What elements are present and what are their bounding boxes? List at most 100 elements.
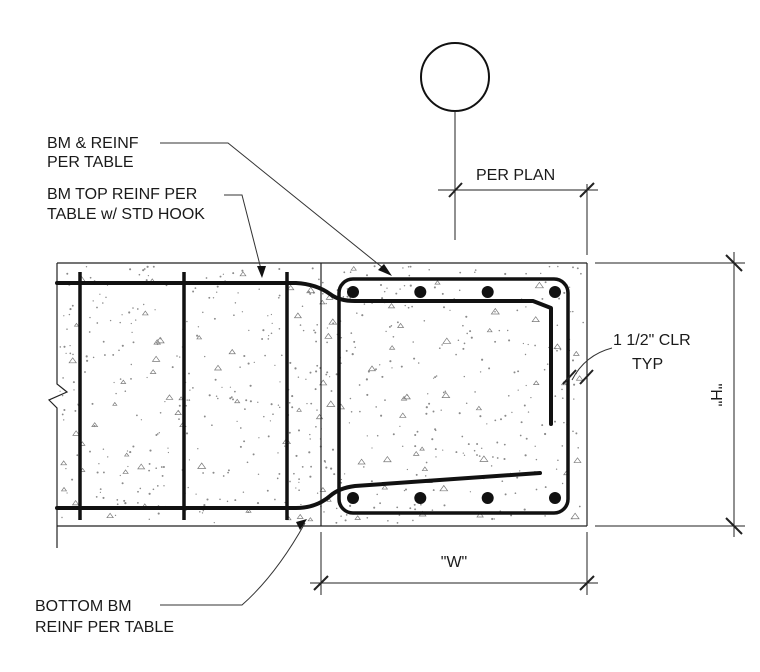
concrete-speck bbox=[577, 447, 579, 449]
section-stirrup bbox=[337, 277, 570, 515]
concrete-speck bbox=[109, 319, 112, 322]
concrete-speck bbox=[266, 489, 269, 492]
concrete-speck bbox=[379, 364, 381, 366]
concrete-speck bbox=[555, 468, 558, 470]
concrete-speck bbox=[167, 451, 170, 454]
concrete-speck bbox=[365, 274, 369, 277]
concrete-speck bbox=[119, 474, 121, 477]
concrete-speck bbox=[136, 414, 138, 417]
concrete-speck bbox=[412, 519, 414, 522]
concrete-speck bbox=[269, 420, 272, 422]
bottom-reinf-callout: BOTTOM BM REINF PER TABLE bbox=[35, 519, 307, 636]
concrete-speck bbox=[202, 509, 205, 512]
concrete-speck bbox=[523, 404, 526, 407]
concrete-speck bbox=[348, 422, 351, 424]
concrete-speck bbox=[228, 348, 236, 355]
concrete-speck bbox=[137, 463, 146, 470]
concrete-speck bbox=[129, 268, 132, 271]
concrete-speck bbox=[535, 458, 538, 461]
concrete-speck bbox=[326, 371, 329, 374]
concrete-speck bbox=[102, 471, 105, 474]
concrete-speck bbox=[239, 366, 241, 368]
concrete-speck bbox=[572, 310, 574, 313]
concrete-speck bbox=[229, 386, 232, 388]
concrete-speck bbox=[155, 467, 158, 470]
concrete-speck bbox=[578, 505, 581, 508]
concrete-speck bbox=[350, 265, 357, 271]
concrete-speck bbox=[457, 339, 460, 341]
concrete-speck bbox=[241, 311, 244, 313]
concrete-speck bbox=[442, 449, 444, 451]
concrete-speck bbox=[245, 399, 248, 402]
concrete-speck bbox=[428, 269, 430, 271]
concrete-speck bbox=[62, 377, 64, 379]
concrete-speck bbox=[102, 448, 105, 450]
concrete-speck bbox=[425, 461, 428, 464]
concrete-speck bbox=[118, 349, 120, 352]
concrete-speck bbox=[126, 450, 129, 452]
concrete-speck bbox=[137, 502, 139, 504]
concrete-speck bbox=[234, 499, 237, 502]
concrete-speck bbox=[121, 344, 124, 347]
concrete-speck bbox=[358, 384, 361, 386]
concrete-speck bbox=[486, 327, 493, 333]
concrete-speck bbox=[222, 273, 225, 275]
concrete-speck bbox=[496, 457, 499, 459]
concrete-speck bbox=[340, 515, 342, 517]
concrete-speck bbox=[367, 365, 377, 372]
concrete-speck bbox=[239, 271, 247, 277]
concrete-speck bbox=[524, 454, 527, 457]
concrete-speck bbox=[476, 454, 478, 456]
concrete-speck bbox=[270, 313, 272, 316]
concrete-speck bbox=[404, 488, 408, 491]
concrete-speck bbox=[375, 406, 377, 408]
concrete-speck bbox=[85, 266, 88, 268]
concrete-speck bbox=[349, 397, 352, 400]
grid-bubble bbox=[420, 42, 490, 112]
concrete-speck bbox=[149, 369, 157, 374]
concrete-speck bbox=[309, 438, 311, 440]
concrete-speck bbox=[530, 396, 532, 399]
concrete-speck bbox=[321, 281, 324, 284]
concrete-speck bbox=[381, 375, 384, 378]
concrete-speck bbox=[340, 336, 343, 339]
concrete-speck bbox=[151, 355, 161, 362]
concrete-speck bbox=[403, 489, 406, 492]
concrete-speck bbox=[298, 481, 300, 483]
concrete-speck bbox=[383, 290, 386, 293]
concrete-speck bbox=[432, 377, 435, 379]
concrete-speck bbox=[309, 433, 311, 436]
concrete-speck bbox=[96, 471, 99, 474]
concrete-speck bbox=[143, 268, 146, 270]
concrete-speck bbox=[62, 419, 65, 421]
concrete-speck bbox=[89, 276, 92, 279]
concrete-speck bbox=[258, 288, 260, 290]
concrete-speck bbox=[354, 346, 356, 349]
concrete-speck bbox=[328, 318, 338, 325]
concrete-speck bbox=[308, 290, 310, 293]
concrete-speck bbox=[176, 355, 178, 357]
concrete-speck bbox=[243, 354, 246, 358]
concrete-speck bbox=[247, 362, 250, 365]
per-plan-dimension: PER PLAN bbox=[438, 167, 598, 255]
concrete-speck bbox=[385, 330, 387, 333]
concrete-speck bbox=[466, 332, 469, 335]
clearance-label-line1: 1 1/2" CLR bbox=[613, 332, 691, 349]
concrete-speck bbox=[161, 474, 164, 477]
concrete-speck bbox=[148, 518, 151, 521]
concrete-speck bbox=[244, 408, 246, 410]
concrete-speck bbox=[132, 445, 135, 448]
concrete-speck bbox=[449, 309, 451, 312]
concrete-speck bbox=[192, 387, 194, 389]
concrete-speck bbox=[324, 461, 327, 463]
top-reinf-label-line1: BM TOP REINF PER bbox=[47, 186, 197, 203]
concrete-speck bbox=[112, 353, 115, 356]
concrete-speck bbox=[119, 321, 121, 324]
concrete-speck bbox=[366, 435, 368, 437]
concrete-speck bbox=[73, 389, 75, 391]
concrete-speck bbox=[202, 472, 204, 474]
beam-reinf-label-line1: BM & REINF bbox=[47, 135, 139, 152]
concrete-speck bbox=[234, 398, 241, 404]
concrete-speck bbox=[519, 470, 521, 472]
concrete-speck bbox=[402, 267, 404, 269]
